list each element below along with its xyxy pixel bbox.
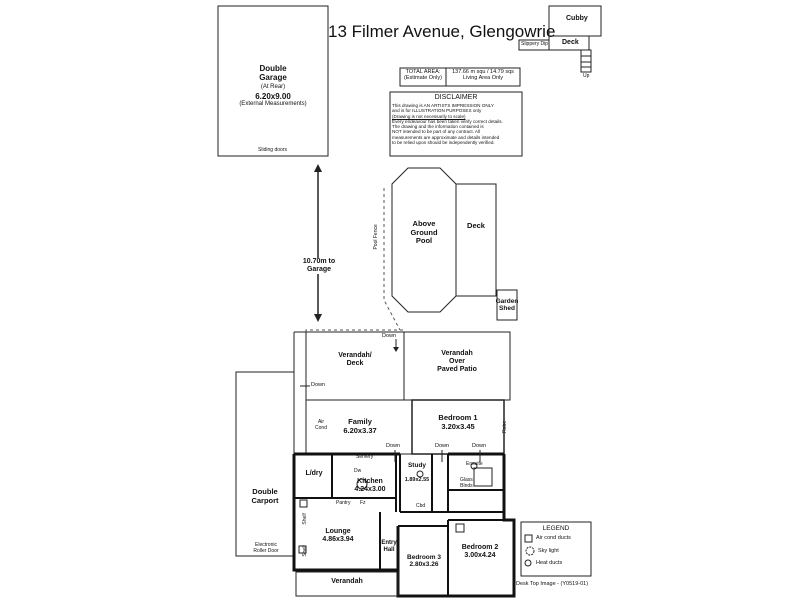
room-verandah-deck: Verandah/ Deck [338,352,372,368]
aircond-label: Air Cond [315,419,327,431]
page-title: 13 Filmer Avenue, Glengowrie [328,22,556,41]
room-bedroom-3: Bedroom 3 2.80x3.26 [407,554,441,569]
room-laundry: L/dry [305,470,323,477]
pantry-label: Pantry [336,500,351,506]
room-bedroom-1: Bedroom 1 3.20x3.45 [438,413,478,431]
disclaimer-text: This drawing is AN ARTISTS IMPRESSION ON… [392,103,503,145]
cubby-slide-label: Slippery Dip [521,41,548,47]
down-label-5: Down [472,443,487,449]
legend-item-skylight: Sky light [538,548,559,554]
fz-label: Fz [360,500,366,506]
ensuite-label: Ensuite [466,461,483,467]
garden-shed-label: Garden Shed [495,298,519,313]
dw-label: Dw [354,468,362,474]
robe-label: Robe [502,420,509,433]
footer-caption: Desk Top Image - (Y0519-01) [516,581,589,587]
roller-door-label: Electronic Roller Door [253,542,279,554]
cubby-label: Cubby [566,15,588,22]
shelf-label-1: Shelf [301,513,308,525]
total-area-label: TOTAL AREA: (Estimate Only) [404,69,442,82]
garage-doors: Sliding doors [258,147,287,153]
down-label-2: Down [311,382,326,388]
room-bedroom-2: Bedroom 2 3.00x4.24 [461,544,499,560]
legend-item-aircond: Air cond ducts [536,535,571,541]
glass-blinds-label: Glass Blnds [460,477,473,489]
room-verandah-patio: Verandah Over Paved Patio [437,350,477,374]
pool-deck-label: Deck [467,221,485,230]
room-entry-hall: Entry Hall [381,540,397,553]
garage-label: Double Garage [259,64,287,83]
down-label-1: Down [382,333,397,339]
disclaimer-heading: DISCLAIMER [434,94,478,101]
down-label-3: Down [386,443,401,449]
legend-item-heat: Heat ducts [536,560,563,566]
garage-dims: 6.20x9.00 [255,92,291,101]
garage-note: (External Measurements) [239,101,307,107]
room-carport: Double Carport [251,487,279,505]
down-label-4: Down [435,443,450,449]
servery-label: Servery [356,454,374,460]
pool-label: Above Ground Pool [410,219,438,246]
garage-sub: (At Rear) [260,84,286,90]
pool-outline [391,167,457,313]
room-study: Study 1.89x2.55 [404,462,430,484]
cubby-up-label: Up [583,73,590,79]
room-verandah-front: Verandah [331,578,363,585]
cbd-label: Cbd [416,503,426,509]
distance-label: 10.70m to Garage [292,258,346,275]
room-kitchen: Kitchen 4.24x3.00 [354,478,386,494]
room-family: Family 6.20x3.37 [343,417,377,435]
cubby-deck-label: Deck [562,39,579,46]
room-lounge: Lounge 4.86x3.94 [322,528,354,544]
shelf-label-2: Shelf [301,545,308,557]
total-area-value: 137.66 m squ / 14.79 sqs Living Area Onl… [452,69,514,82]
pool-fence-label: Pool Fence [372,224,379,250]
legend-title: LEGEND [542,525,570,532]
